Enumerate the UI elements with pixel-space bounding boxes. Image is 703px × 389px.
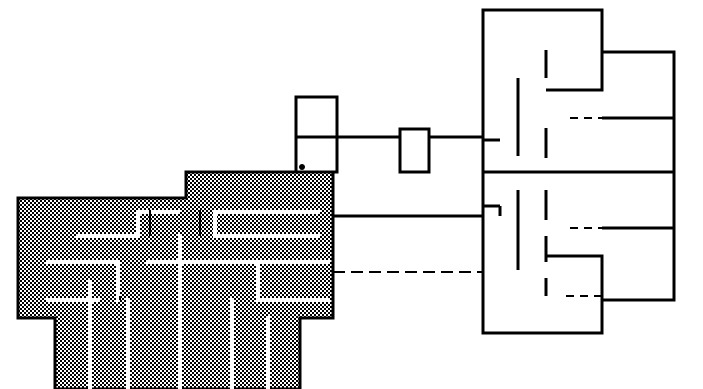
inline-component-box [398, 127, 431, 174]
inner-room-bottom [544, 254, 604, 300]
right-structure-dashed [566, 117, 602, 297]
junction-dot [299, 164, 305, 170]
shaded-region-body [16, 170, 335, 389]
right-structure-outline [481, 8, 676, 335]
shaded-region-dark-walls [119, 210, 201, 300]
upper-left-box [294, 95, 339, 174]
inner-room-top [546, 52, 604, 92]
shaded-region [16, 170, 335, 389]
shaded-region-internal-walls [46, 210, 330, 389]
upper-box-bottom [294, 135, 339, 174]
upper-box-top [294, 95, 339, 139]
